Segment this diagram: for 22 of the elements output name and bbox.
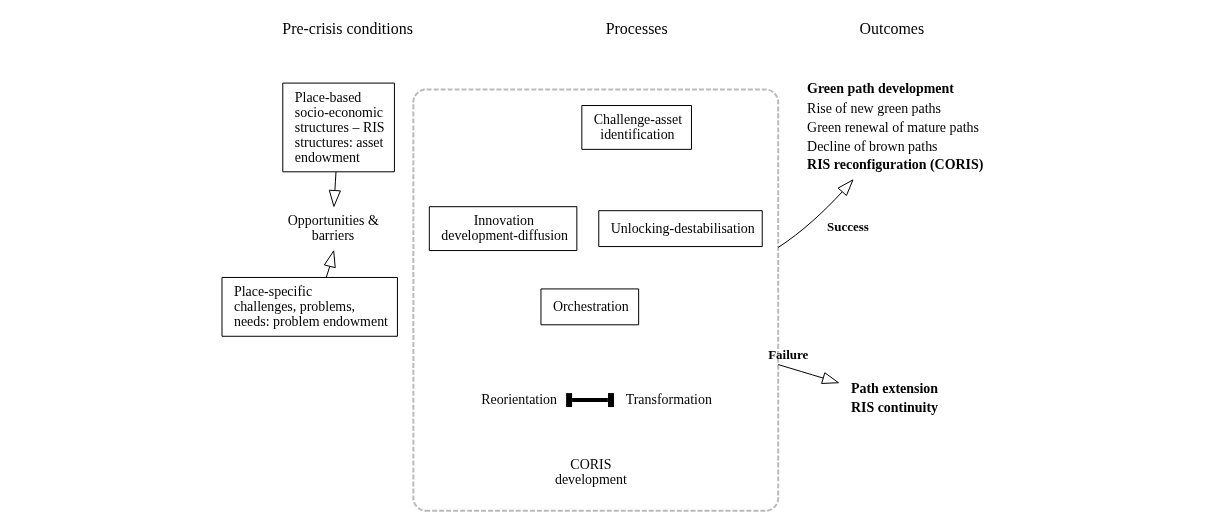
node-box: Innovation development-diffusion — [428, 206, 577, 252]
node-box: Place-based socio-economic structures – RIS structures: asset endowment — [281, 82, 395, 173]
arrow — [328, 171, 341, 207]
node-text: Reorientation — [480, 392, 557, 408]
node-box: Orchestration — [539, 288, 639, 326]
label: Outcomes — [859, 20, 924, 38]
arrow — [323, 250, 336, 278]
arrow — [777, 179, 853, 248]
arrow — [777, 364, 839, 384]
node-text: Transformation — [625, 392, 712, 408]
node-text: Opportunities & barriers — [287, 212, 379, 243]
node-text: Path extension RIS continuity — [850, 381, 938, 416]
edge-label: Failure — [767, 346, 808, 362]
label: Pre-crisis conditions — [281, 20, 413, 38]
node-box: Challenge-asset identification — [580, 105, 692, 150]
label: Processes — [605, 20, 668, 38]
edge-label: Success — [826, 219, 869, 235]
node-box: Place-specific challenges, problems, needs: problem endowment — [221, 276, 398, 337]
node-text: CORIS development — [554, 457, 627, 487]
connector — [565, 393, 614, 408]
node-text: Green path development Rise of new green paths Green renewal of mature paths Decline of brown paths RIS reconfiguration (CORIS) — [806, 80, 983, 172]
node-box: Unlocking-destabilisation — [597, 210, 763, 248]
